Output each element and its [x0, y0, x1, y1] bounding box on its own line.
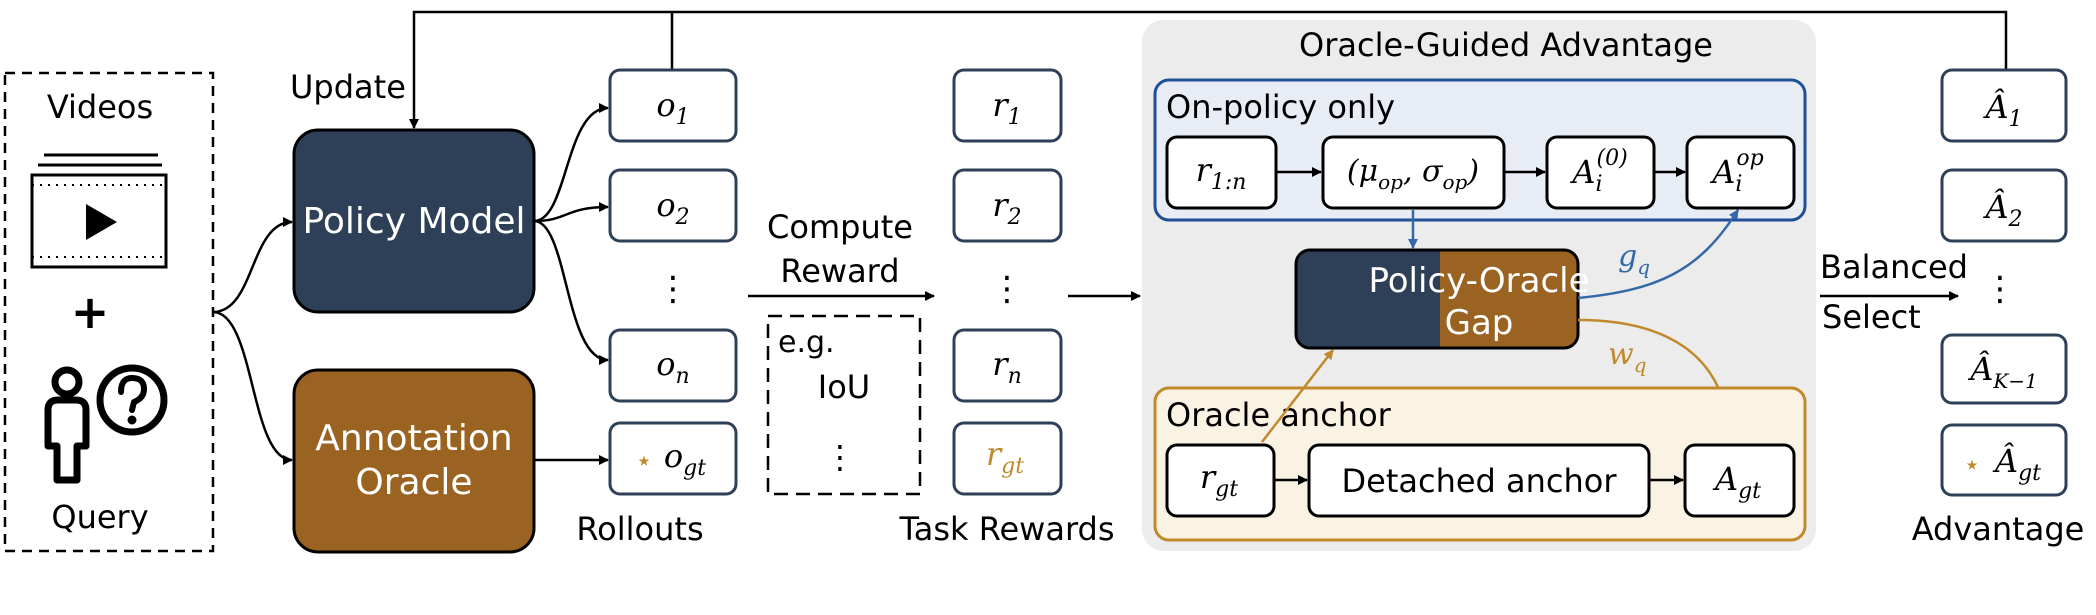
gap-label-2: Gap: [1445, 303, 1514, 343]
policy-model-label: Policy Model: [302, 201, 525, 242]
reward-example-ellipsis: ⋮: [824, 438, 856, 476]
annotation-oracle-label-2: Oracle: [355, 462, 472, 503]
oracle-anchor-title: Oracle anchor: [1166, 396, 1392, 434]
gap-to-aop-arrow: [1577, 209, 1740, 300]
rollout-ogt: ⋆ ogt: [608, 421, 738, 496]
advantage-ellipsis: ⋮: [1983, 269, 2017, 309]
a-gt-box: [1683, 443, 1796, 518]
update-feedback-line: [409, 10, 2008, 129]
reward-example-eg: e.g.: [778, 325, 835, 360]
svg-text:on: on: [656, 345, 689, 389]
reward-example-iou: IoU: [818, 368, 870, 406]
input-to-oracle-arrow: [212, 310, 293, 465]
svg-text:r1: r1: [992, 86, 1021, 130]
compute-reward-label-2: Reward: [780, 252, 899, 290]
advantage-a1: Â1: [1940, 68, 2068, 143]
reward-ellipsis: ⋮: [990, 269, 1024, 309]
a-i-zero-label: Ai(0): [1569, 146, 1627, 197]
gap-label-1: Policy-Oracle: [1368, 261, 1589, 301]
rollout-on: on: [608, 328, 738, 403]
svg-text:Âgt: Âgt: [1992, 442, 2041, 486]
reward-r2: r2: [952, 168, 1063, 243]
rollout-o1: o1: [608, 68, 738, 143]
svg-text:r2: r2: [992, 186, 1021, 230]
advantage-a2: Â2: [1940, 168, 2068, 243]
input-to-policy-arrow: [212, 217, 293, 314]
policy-oracle-gap-box: [1294, 248, 1580, 350]
svg-text:ÂK−1: ÂK−1: [1967, 350, 2038, 393]
query-label: Query: [51, 498, 148, 536]
g-q-label: gq: [1618, 239, 1650, 279]
balanced-select-label-1: Balanced: [1820, 248, 1968, 286]
svg-text:o1: o1: [656, 86, 689, 130]
advantage-ak-1: ÂK−1: [1940, 333, 2068, 405]
reward-rgt: rgt: [952, 421, 1063, 496]
svg-text:Â1: Â1: [1982, 88, 2022, 132]
a-gt-label: Agt: [1712, 460, 1761, 504]
rollout-o2: o2: [608, 168, 738, 243]
rollouts-label: Rollouts: [576, 510, 703, 548]
svg-text:o2: o2: [656, 186, 689, 230]
compute-reward-label-1: Compute: [767, 208, 913, 246]
reward-example-box: [766, 314, 922, 496]
person-question-icon: [44, 364, 168, 484]
svg-text:rn: rn: [992, 345, 1021, 389]
plus-sign: +: [71, 285, 110, 339]
oga-title: Oracle-Guided Advantage: [1299, 26, 1713, 64]
policy-to-o2-arrow: [533, 202, 609, 223]
advantage-agt: ⋆ Âgt: [1940, 423, 2068, 497]
update-label: Update: [290, 68, 406, 106]
balanced-select-label-2: Select: [1822, 298, 1921, 336]
star-icon: ⋆: [1963, 448, 1981, 481]
a-op-label: Aiop: [1709, 146, 1763, 197]
annotation-oracle-label-1: Annotation: [315, 418, 512, 459]
a-op-box: [1685, 135, 1796, 210]
videos-label: Videos: [47, 88, 153, 126]
policy-to-on-arrow: [533, 219, 609, 365]
r-range-label: r1:n: [1196, 151, 1247, 195]
star-icon: ⋆: [635, 444, 653, 477]
r-gt-label: rgt: [1200, 458, 1238, 502]
reward-rn: rn: [952, 328, 1063, 403]
on-policy-title: On-policy only: [1166, 88, 1395, 126]
video-stack-icon: [30, 153, 168, 269]
detached-anchor-label: Detached anchor: [1341, 462, 1617, 500]
rgt-to-gap-arrow: [1261, 349, 1334, 443]
reward-r1: r1: [952, 68, 1063, 143]
annotation-oracle-box: [292, 368, 536, 554]
advantage-label: Advantage: [1912, 510, 2085, 548]
svg-text:rgt: rgt: [986, 435, 1024, 479]
svg-text:Â2: Â2: [1982, 188, 2022, 232]
mu-sigma-label: (μop, σop): [1347, 154, 1479, 194]
w-q-label: wq: [1608, 337, 1647, 377]
task-rewards-label: Task Rewards: [898, 510, 1114, 548]
policy-to-o1-arrow: [533, 103, 609, 223]
rollout-ellipsis: ⋮: [656, 269, 690, 309]
svg-text:ogt: ogt: [664, 437, 706, 481]
